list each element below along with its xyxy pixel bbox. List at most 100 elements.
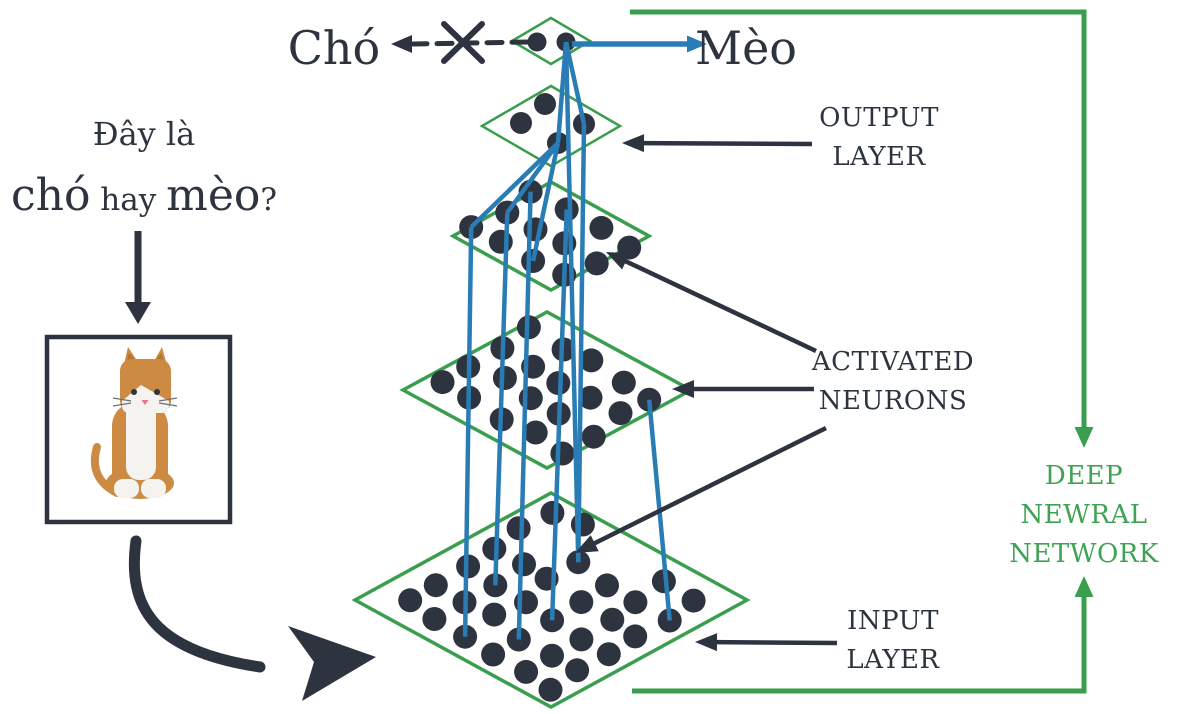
neuron-dot-input: [569, 627, 594, 652]
layer-diamond-input: [351, 491, 751, 709]
neuron-dot-input: [481, 642, 506, 667]
neuron-dot-hidden-2: [578, 385, 603, 410]
annotation-arrows: [575, 134, 838, 652]
activated-neurons-arrow-upper-line: [623, 258, 817, 354]
neuron-dot-input: [423, 573, 448, 598]
neuron-dot-input: [538, 677, 563, 702]
input-layer-arrow-line: [714, 639, 838, 646]
activated-neurons-label: ACTIVATED NEURONS: [811, 347, 975, 416]
question-text: Đây là chó hay mèo?: [0, 114, 288, 228]
network-bracket: [630, 9, 1094, 694]
dashed-line: [410, 39, 530, 47]
cat-whiskers: [112, 397, 178, 407]
neuron-dot-output: [510, 112, 532, 134]
neuron-dot-input: [512, 552, 536, 577]
neuron-dot-hidden-2: [581, 424, 606, 449]
activated-neurons-arrow-lower-line: [591, 425, 828, 547]
activation-wire: [469, 141, 560, 229]
curved-arrowhead-icon: [288, 626, 376, 701]
curved-line: [128, 535, 266, 673]
neuron-dot-input: [600, 607, 625, 632]
activated-neurons-arrow-lower: [575, 425, 828, 553]
x-mark-icon: [441, 21, 485, 64]
neuron-dot-hidden-2: [492, 366, 517, 390]
neuron-dot-input: [565, 658, 590, 683]
neuron-dot-hidden-2: [518, 386, 543, 411]
activation-wire: [493, 212, 510, 586]
neuron-dot-output: [534, 93, 556, 115]
neuron-dot-input: [482, 602, 507, 627]
neuron-dot-input: [623, 590, 648, 615]
activated-neurons-arrow-middle-head-icon: [672, 380, 694, 398]
question-line2: chó hay mèo?: [10, 170, 278, 221]
down-arrowhead-icon: [125, 302, 151, 324]
bracket-bottom-line: [632, 594, 1087, 694]
activated-neurons-arrow-upper: [606, 252, 817, 354]
neuron-dot-input: [506, 516, 531, 541]
input-layer-arrow-head-icon: [695, 633, 718, 652]
neuron-dot-input: [540, 500, 565, 525]
neuron-dot-hidden-2: [608, 401, 633, 426]
bracket-top-line: [630, 9, 1087, 430]
cat-paw: [114, 479, 139, 498]
activation-wire: [563, 41, 581, 563]
neuron-dot-input: [569, 590, 594, 615]
activation-wire: [530, 142, 561, 262]
output-layer-arrow: [622, 134, 813, 153]
left-arrowhead-icon: [391, 35, 412, 53]
question-line1: Đây là: [92, 115, 196, 153]
rejected-output-label: Chó: [287, 21, 381, 75]
activation-wire: [576, 123, 587, 563]
neuron-dot-hidden-1: [584, 251, 609, 276]
activated-neurons-arrow-upper-head-icon: [606, 252, 630, 270]
neuron-dot-input: [595, 573, 619, 598]
accepted-output-label: Mèo: [694, 21, 798, 75]
activation-wire: [516, 191, 533, 640]
cat-image-frame: [44, 334, 233, 525]
neuron-dot-hidden-2: [523, 420, 548, 445]
activation-wire: [563, 41, 587, 125]
neuron-dot-hidden-2: [430, 370, 455, 395]
deep-network-label: DEEP NEWRAL NETWORK: [1009, 461, 1159, 569]
neuron-dot-input: [623, 624, 648, 649]
activation-wire: [549, 209, 569, 621]
neuron-dot-input: [596, 642, 621, 667]
rejected-path-arrow: [391, 21, 530, 64]
activated-neurons-arrow-middle: [672, 380, 814, 398]
neuron-dot-hidden-2: [579, 348, 604, 373]
input-layer-arrow: [695, 633, 838, 652]
activation-wire: [462, 227, 474, 637]
neuron-dot-hidden-1: [488, 229, 513, 254]
cat-nose: [141, 400, 149, 405]
neuron-dot-input: [540, 643, 564, 668]
bracket-up-arrow-icon: [1074, 576, 1094, 597]
accepted-path-arrow: [572, 35, 707, 53]
neuron-dot-hidden-2: [611, 370, 636, 395]
neuron-dot-input: [398, 588, 423, 613]
right-arrowhead-icon: [687, 35, 707, 53]
layer-diamond-output: [479, 84, 623, 168]
layer-diamond-hidden-1: [449, 180, 653, 292]
neuron-dot-hidden-1: [523, 217, 548, 242]
neuron-dot-input: [681, 588, 706, 613]
output-layer-arrow-line: [641, 140, 813, 147]
image-to-network-arrow: [128, 535, 376, 701]
neuron-dot-prediction: [527, 32, 547, 52]
neuron-dot-hidden-1: [589, 215, 614, 240]
output-layer-label: OUTPUT LAYER: [819, 103, 939, 172]
bracket-down-arrow-icon: [1074, 427, 1094, 448]
output-layer-arrow-head-icon: [622, 134, 645, 153]
cat-chest: [126, 400, 156, 480]
question-down-arrow: [125, 231, 151, 324]
neuron-dot-hidden-2: [550, 441, 575, 466]
cat-illustration: [90, 347, 178, 499]
layer-diamond-prediction: [509, 16, 593, 66]
cat-paw: [141, 479, 166, 498]
input-layer-label: INPUT LAYER: [846, 606, 940, 675]
cat-eye: [154, 389, 160, 395]
network-layers: [351, 16, 751, 709]
activated-neurons-arrow-lower-head-icon: [575, 535, 599, 553]
neuron-dot-input: [422, 607, 447, 631]
